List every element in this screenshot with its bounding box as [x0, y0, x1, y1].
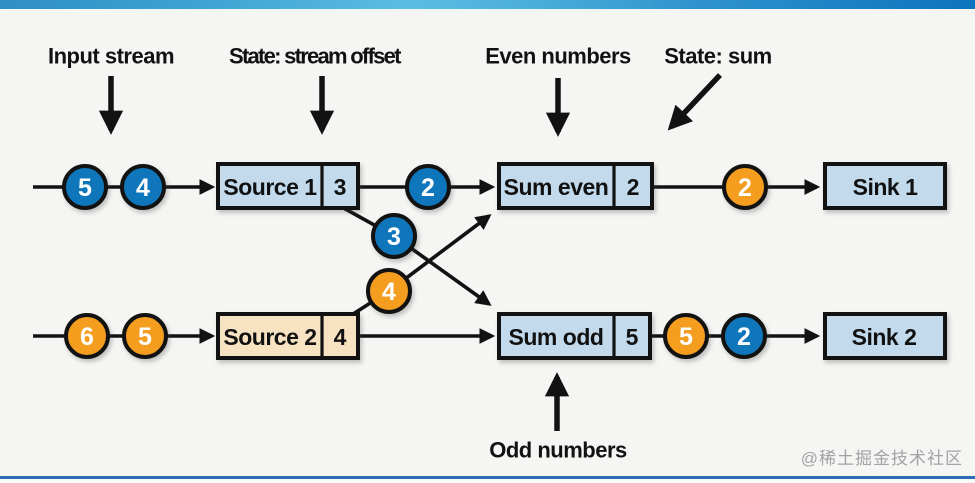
bottom-strip — [0, 479, 975, 483]
label-input-stream: Input stream — [48, 44, 174, 69]
token-bottom-output-1: 5 — [663, 313, 709, 359]
token-circle — [371, 213, 417, 259]
sink2-box — [823, 312, 947, 360]
token-value: 5 — [679, 323, 693, 351]
sum-even-box — [497, 162, 654, 210]
token-to-sum-even: 4 — [366, 268, 412, 314]
label-odd-numbers: Odd numbers — [489, 438, 627, 463]
token-circle — [366, 268, 412, 314]
node-source-2: Source 2 4 — [216, 312, 360, 360]
node-sink-2: Sink 2 — [823, 312, 947, 360]
token-value: 3 — [387, 223, 401, 251]
node-sum-odd: Sum odd 5 — [497, 312, 652, 360]
node-source-1: Source 1 3 — [216, 162, 360, 210]
token-top-output: 2 — [722, 164, 768, 210]
source1-label: Source 1 — [223, 174, 317, 200]
token-circle — [122, 313, 168, 359]
token-bottom-input-2: 5 — [122, 313, 168, 359]
sink1-box — [823, 162, 947, 210]
label-state-stream-offset: State: stream offset — [229, 44, 402, 69]
token-circle — [405, 164, 451, 210]
token-value: 5 — [138, 323, 152, 351]
label-state-sum: State: sum — [664, 44, 771, 69]
token-circle — [663, 313, 709, 359]
annotation-arrow-state-sum — [667, 73, 723, 131]
token-value: 2 — [421, 174, 435, 202]
token-circle — [62, 164, 108, 210]
token-circle — [64, 313, 110, 359]
token-value: 6 — [80, 323, 94, 351]
site-watermark: @稀土掘金技术社区 — [800, 449, 963, 468]
label-even-numbers: Even numbers — [485, 44, 631, 69]
token-bottom-input-1: 6 — [64, 313, 110, 359]
source2-label: Source 2 — [223, 324, 316, 350]
token-value: 2 — [737, 323, 751, 351]
token-bottom-output-2: 2 — [721, 313, 767, 359]
token-value: 4 — [136, 174, 150, 202]
sum-odd-box — [497, 312, 652, 360]
sum-even-label: Sum even — [504, 174, 609, 200]
bottom-divider-line — [0, 476, 975, 479]
token-circle — [120, 164, 166, 210]
token-value: 4 — [382, 278, 396, 306]
node-sink-1: Sink 1 — [823, 162, 947, 210]
source2-state-value: 4 — [334, 324, 347, 350]
token-circle — [721, 313, 767, 359]
source1-state-value: 3 — [334, 174, 347, 200]
token-value: 5 — [78, 174, 92, 202]
source2-box — [216, 312, 360, 360]
sink2-label: Sink 2 — [852, 324, 917, 350]
sum-odd-label: Sum odd — [509, 324, 604, 350]
source1-box — [216, 162, 360, 210]
token-value: 2 — [738, 174, 752, 202]
sum-odd-state-value: 5 — [626, 324, 639, 350]
node-sum-even: Sum even 2 — [497, 162, 654, 210]
sink1-label: Sink 1 — [853, 174, 918, 200]
token-circle — [722, 164, 768, 210]
top-gradient-bar — [0, 0, 975, 9]
token-to-sum-odd: 3 — [371, 213, 417, 259]
sum-even-state-value: 2 — [627, 174, 640, 200]
token-top-between: 2 — [405, 164, 451, 210]
token-top-input-2: 4 — [120, 164, 166, 210]
token-top-input-1: 5 — [62, 164, 108, 210]
